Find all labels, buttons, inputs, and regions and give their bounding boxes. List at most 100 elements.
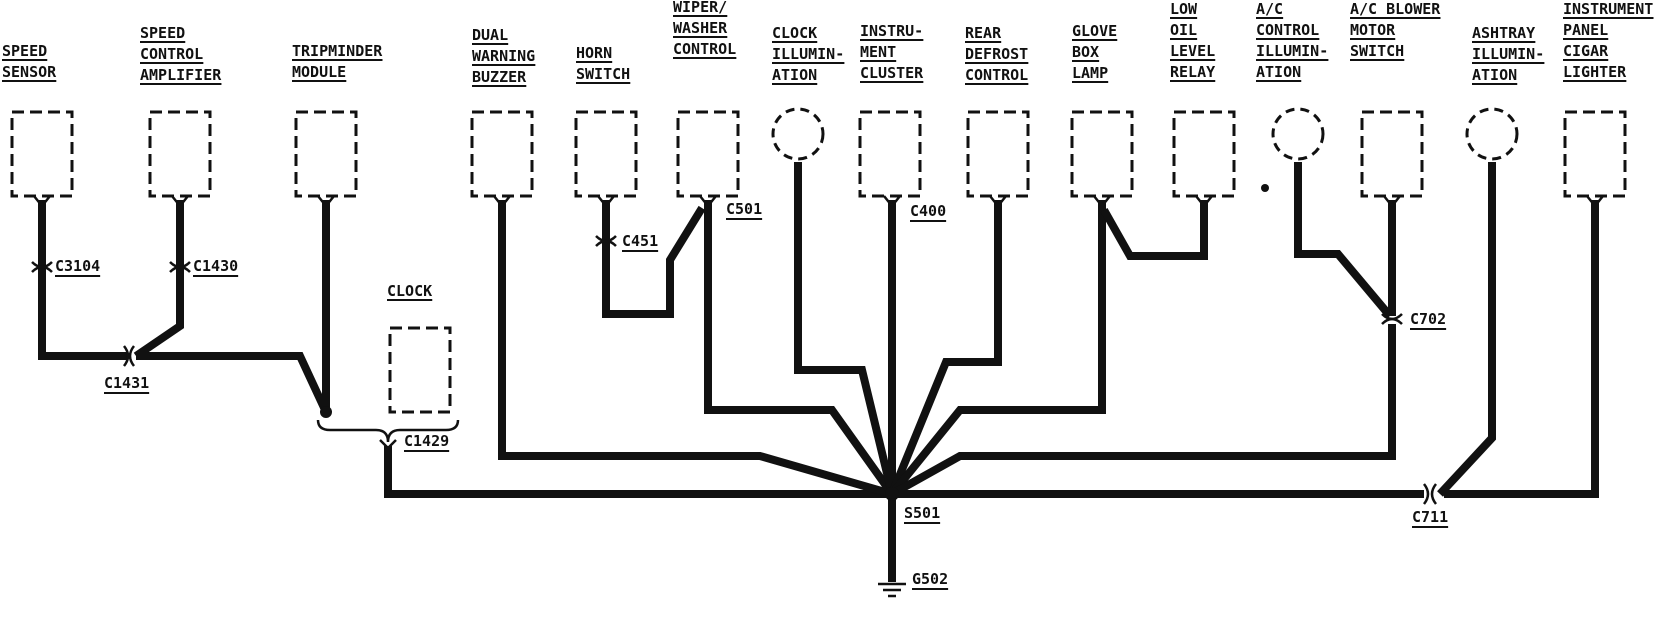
component-label-line: SWITCH [1350, 42, 1404, 60]
plug-mark [171, 195, 189, 209]
connector-label-c1429: C1429 [404, 432, 449, 450]
component-label-line: CLOCK [772, 24, 817, 42]
plug-mark [699, 195, 717, 209]
component-label-line: SENSOR [2, 63, 57, 81]
connector-label-c3104: C3104 [55, 257, 100, 275]
clock-illumination-bulb [771, 107, 825, 161]
c1429-plug-mark [379, 439, 397, 450]
component-label-line: CIGAR [1563, 42, 1609, 60]
splice-label-s501: S501 [904, 504, 940, 522]
component-label-line: ILLUMIN- [772, 45, 844, 63]
connector-underlines [55, 218, 1449, 590]
label-tripminder-module: TRIPMINDER MODULE [292, 42, 383, 81]
component-label-line: ATION [772, 66, 817, 84]
ground-symbol [878, 582, 906, 598]
component-label-line: BUZZER [472, 68, 527, 86]
component-label-line: MENT [860, 43, 896, 61]
component-label-line: SPEED [140, 24, 185, 42]
component-label-line: MOTOR [1350, 21, 1396, 39]
connector-labels: C3104 C1430 C1431 C1429 C451 C501 C400 C… [55, 200, 1448, 588]
wire-wiper-washer-control [704, 200, 896, 497]
horn-switch-box [574, 110, 638, 198]
rear-defrost-control-box [966, 110, 1030, 198]
plug-mark [1383, 195, 1401, 209]
wire-tripminder-to-c1431 [136, 352, 330, 414]
component-label-line: ASHTRAY [1472, 24, 1535, 42]
component-label-line: ATION [1256, 63, 1301, 81]
connector-label-c501: C501 [726, 200, 762, 218]
plug-mark [1093, 195, 1111, 209]
plug-mark [597, 195, 615, 209]
plug-mark [493, 195, 511, 209]
label-ashtray-illumination: ASHTRAY ILLUMIN- ATION [1472, 24, 1544, 84]
label-dual-warning-buzzer: DUAL WARNING BUZZER [472, 26, 535, 86]
component-label-line: ILLUMIN- [1472, 45, 1544, 63]
component-label-line: TRIPMINDER [292, 42, 383, 60]
component-label-line: CONTROL [965, 66, 1028, 84]
component-label-line: SPEED [2, 42, 47, 60]
component-label-line: RELAY [1170, 63, 1215, 81]
connector-label-c400: C400 [910, 202, 946, 220]
ac-control-illumination-bulb [1271, 107, 1325, 161]
label-ac-blower-motor-switch: A/C BLOWER MOTOR SWITCH [1350, 0, 1441, 60]
component-label-line: WARNING [472, 47, 535, 65]
cigar-lighter-box [1563, 110, 1627, 198]
wire-rear-defrost-control [888, 200, 1002, 496]
component-label-line: REAR [965, 24, 1002, 42]
component-label-line: A/C [1256, 0, 1283, 18]
glove-box-lamp-box [1070, 110, 1134, 198]
component-label-line: DUAL [472, 26, 508, 44]
component-label-line: DEFROST [965, 45, 1028, 63]
plug-mark [883, 195, 901, 209]
wiper-washer-control-box [676, 110, 740, 198]
component-label-line: INSTRU- [860, 22, 923, 40]
wire-c1429-to-s501 [384, 446, 892, 498]
component-label-line: PANEL [1563, 21, 1608, 39]
plug-mark [1586, 195, 1604, 209]
component-label-line: ILLUMIN- [1256, 42, 1328, 60]
connector-label-c451: C451 [622, 232, 658, 250]
connector-label-c702: C702 [1410, 310, 1446, 328]
label-speed-sensor: SPEED SENSOR [2, 42, 57, 81]
component-label-line: WIPER/ [673, 0, 727, 16]
component-label-line: WASHER [673, 19, 728, 37]
c451-connector-mark [595, 235, 617, 247]
wire-dual-warning-buzzer [498, 200, 894, 498]
component-label-line: MODULE [292, 63, 346, 81]
dual-warning-buzzer-box [470, 110, 534, 198]
low-oil-level-relay-box [1172, 110, 1236, 198]
component-label-line: INSTRUMENT [1563, 0, 1653, 18]
stray-dot [1261, 184, 1269, 192]
wire-speed-sensor [38, 200, 128, 360]
s501-splice-dot [885, 487, 899, 501]
component-label-line: LOW [1170, 0, 1198, 18]
wire-c702-to-s501 [890, 324, 1396, 498]
c1431-connector-mark [122, 345, 136, 367]
plug-mark [1195, 195, 1213, 209]
connector-label-c711: C711 [1412, 508, 1448, 526]
clock-box [388, 326, 452, 414]
component-label-line: GLOVE [1072, 22, 1117, 40]
wire-speed-control-amplifier [133, 200, 184, 360]
c1429-harness-brace [316, 419, 460, 443]
component-label-line: LIGHTER [1563, 63, 1627, 81]
label-instrument-panel-cigar-lighter: INSTRUMENT PANEL CIGAR LIGHTER [1563, 0, 1653, 81]
component-label-line: AMPLIFIER [140, 66, 222, 84]
component-symbols [10, 107, 1627, 414]
component-label-line: CLOCK [387, 282, 432, 300]
component-label-line: HORN [576, 44, 612, 62]
component-label-line: ATION [1472, 66, 1517, 84]
tripminder-joint-dot [320, 406, 332, 418]
connector-symbols [31, 195, 1604, 505]
ground-label-g502: G502 [912, 570, 948, 588]
plug-mark [989, 195, 1007, 209]
wire-clock-illumination [794, 162, 896, 495]
component-label-line: A/C BLOWER [1350, 0, 1441, 18]
